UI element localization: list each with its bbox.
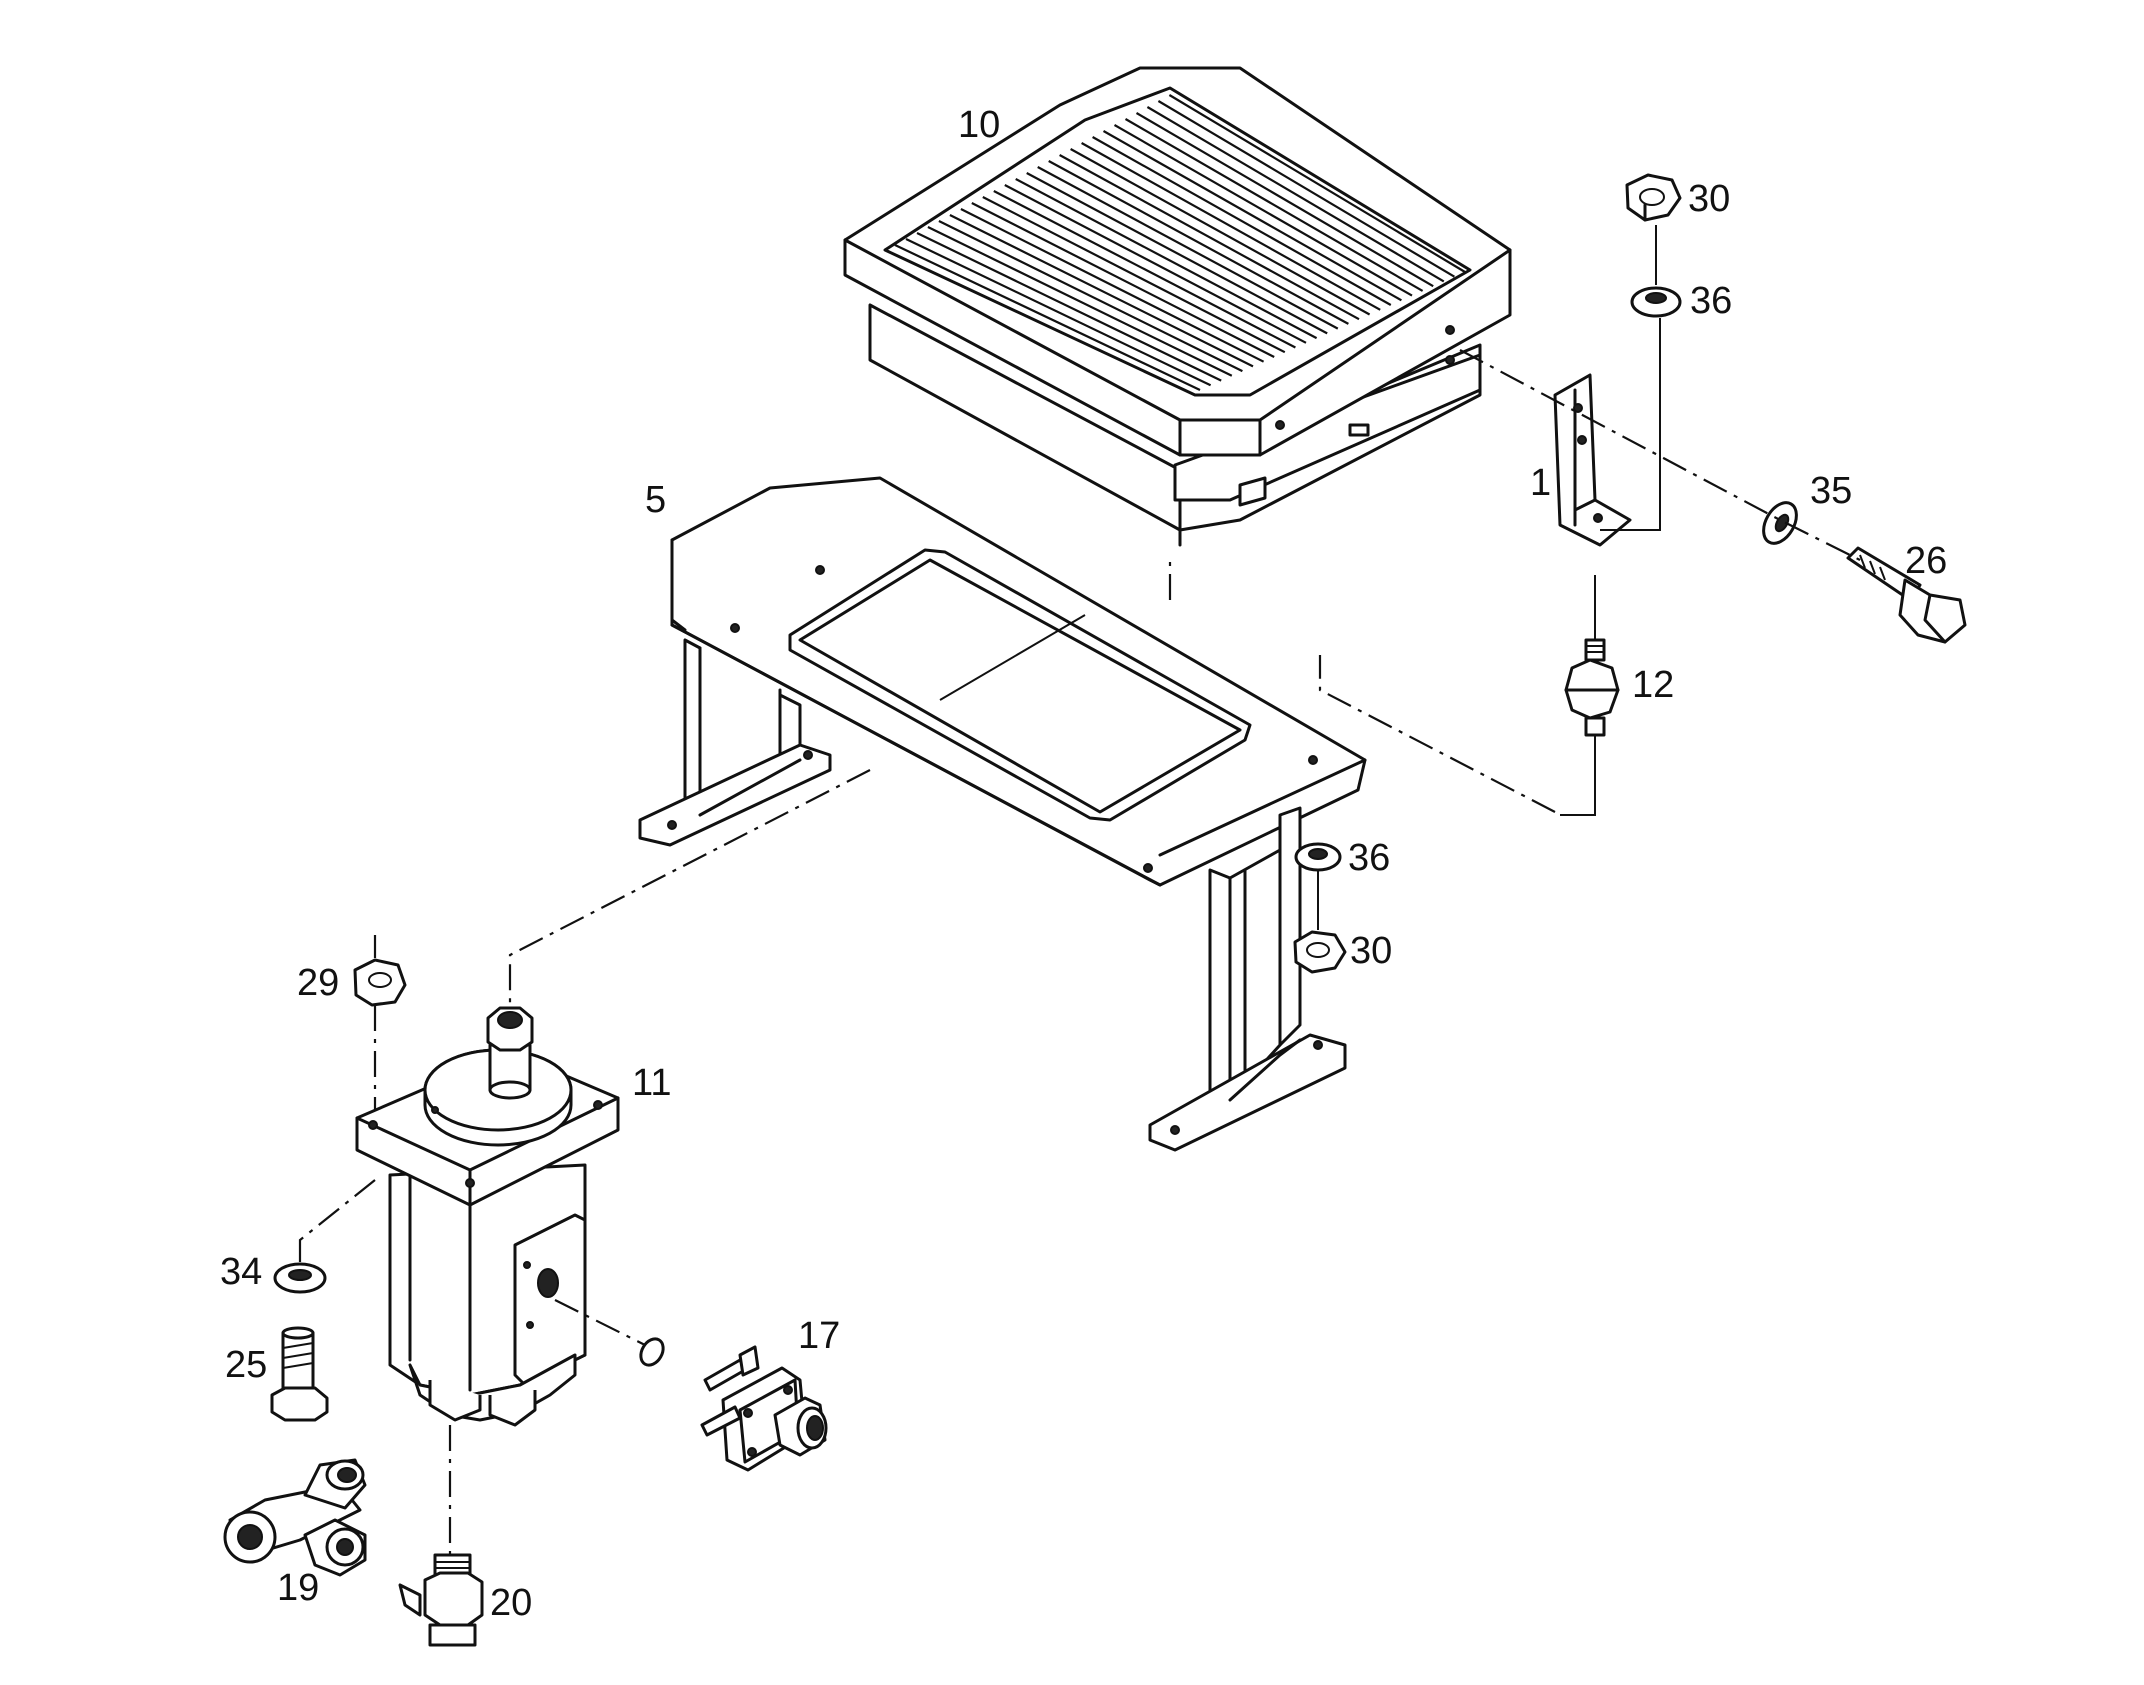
radiator-fin-line <box>1048 160 1349 325</box>
callout-30-upper: 30 <box>1688 178 1730 220</box>
leader-radiator-to-bolt <box>1459 349 1861 561</box>
callout-34: 34 <box>220 1251 262 1293</box>
callout-17: 17 <box>798 1315 840 1357</box>
bolt-25 <box>270 1326 329 1422</box>
radiator-fin-line <box>1015 178 1318 340</box>
radiator-fins <box>894 94 1466 391</box>
radiator-fin-line <box>916 232 1222 382</box>
callout-36-upper: 36 <box>1690 280 1732 322</box>
radiator-fin-line <box>982 196 1286 354</box>
callout-labels: 10 30 36 5 1 35 26 12 36 30 29 11 34 25 … <box>220 104 1947 1624</box>
callout-11: 11 <box>632 1062 671 1104</box>
callout-19: 19 <box>277 1567 319 1609</box>
callout-1: 1 <box>1530 462 1551 504</box>
bolt-26 <box>1846 546 1967 644</box>
radiator-fin-line <box>927 226 1233 377</box>
radiator-fin-line <box>1026 172 1328 335</box>
radiator-fin-line <box>1113 124 1413 297</box>
radiator-fin-line <box>1081 142 1381 311</box>
callout-36-lower: 36 <box>1348 837 1390 879</box>
rubber-mount-12 <box>1564 638 1620 737</box>
leader-frame-to-pump <box>508 769 871 1010</box>
radiator-fin-line <box>1070 148 1371 316</box>
valve-block-17 <box>639 1337 828 1472</box>
radiator-fin-line <box>938 220 1243 373</box>
radiator-fin-line <box>1124 118 1424 292</box>
radiator-fin-line <box>894 244 1201 391</box>
radiator-fin-line <box>949 214 1254 368</box>
radiator-fin-line <box>1157 100 1455 278</box>
radiator-fin-line <box>1004 184 1307 344</box>
callout-20: 20 <box>490 1582 532 1624</box>
radiator-fin-line <box>1059 154 1360 321</box>
callout-25: 25 <box>225 1344 267 1386</box>
nut-29 <box>353 958 407 1007</box>
radiator-fin-line <box>960 208 1265 363</box>
nut-30-upper <box>1625 173 1682 222</box>
callout-5: 5 <box>645 479 666 521</box>
callout-30-lower: 30 <box>1350 930 1392 972</box>
radiator-fin-line <box>1092 136 1392 306</box>
washer-34 <box>273 1262 327 1294</box>
straight-fitting-20 <box>398 1553 484 1647</box>
radiator-fin-line <box>1102 130 1402 302</box>
support-frame-part <box>638 476 1367 1152</box>
callout-29: 29 <box>297 962 339 1004</box>
radiator-cooler-part <box>843 66 1512 547</box>
washer-36-lower <box>1294 842 1342 872</box>
radiator-fin-line <box>1135 112 1434 288</box>
radiator-fin-line <box>1146 106 1445 283</box>
callout-35: 35 <box>1810 470 1852 512</box>
radiator-fin-line <box>1037 166 1339 330</box>
washer-35 <box>1762 501 1798 545</box>
tee-fitting-19 <box>223 1458 367 1577</box>
callout-10: 10 <box>958 104 1000 146</box>
angle-bracket-part <box>1553 373 1632 547</box>
washer-36-upper <box>1630 286 1682 318</box>
nut-30-lower <box>1293 930 1347 974</box>
radiator-fin-line <box>1168 94 1466 273</box>
radiator-fin-line <box>971 202 1275 358</box>
callout-26: 26 <box>1905 540 1947 582</box>
callout-12: 12 <box>1632 664 1674 706</box>
hydraulic-pump-11 <box>355 1006 620 1427</box>
radiator-fin-line <box>993 190 1296 349</box>
radiator-fin-line <box>905 238 1212 387</box>
